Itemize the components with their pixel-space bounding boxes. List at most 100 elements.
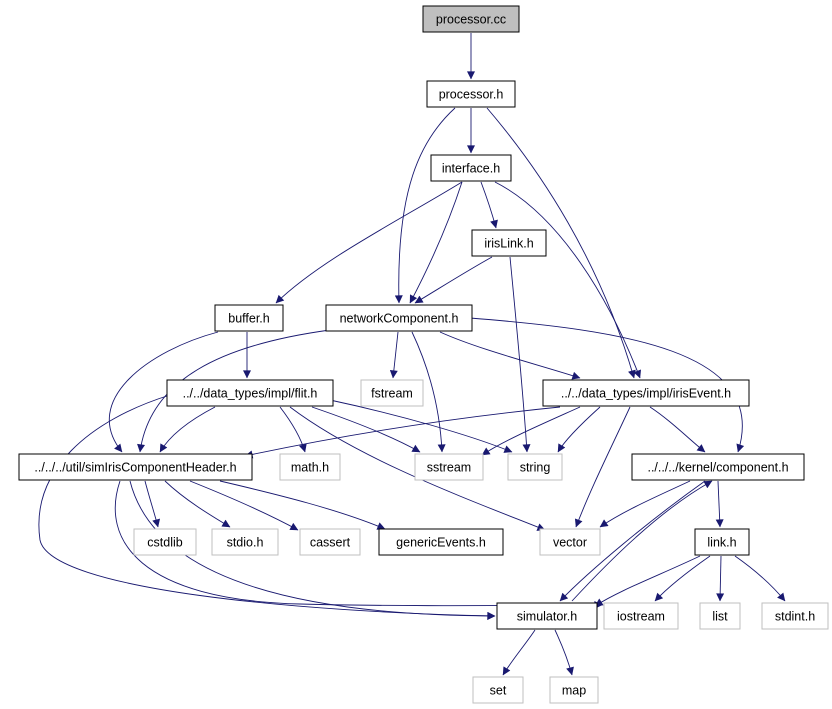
edge-flit_h-to-math_h: [279, 406, 307, 453]
edge-irisEvent_h-to-component_h: [649, 406, 706, 453]
node-box: [539, 528, 601, 556]
edge-buffer_h-to-simIris_h: [108, 331, 219, 453]
edge-irisLink_h-to-string: [509, 256, 531, 453]
edge-link_h-to-list: [716, 555, 725, 602]
node-simIris-h[interactable]: ../../../util/simIrisComponentHeader.h: [18, 453, 253, 481]
node-box: [507, 453, 563, 481]
edge-irisEvent_h-to-simIris_h: [244, 406, 561, 459]
edge-networkComponent_h-to-irisEvent_h: [439, 331, 581, 380]
node-simulator-h[interactable]: simulator.h: [496, 602, 598, 630]
edge-simIris_h-to-simulator_h: [129, 480, 496, 620]
node-label: simulator.h: [517, 610, 577, 624]
node-label: list: [712, 610, 728, 624]
node-box: [699, 602, 741, 630]
node-box: [496, 602, 598, 630]
node-box: [631, 453, 805, 481]
node-label: math.h: [291, 461, 329, 475]
node-processor-cc[interactable]: processor.cc: [422, 5, 520, 33]
node-box: [414, 453, 484, 481]
node-label: cassert: [310, 536, 351, 550]
edge-interface_h-to-irisEvent_h: [494, 181, 642, 379]
edge-flit_h-to-simulator_h: [38, 394, 496, 620]
node-map: map: [549, 676, 599, 704]
node-box: [166, 379, 334, 407]
node-label: networkComponent.h: [340, 312, 459, 326]
edge-link_h-to-stdint_h: [734, 555, 786, 602]
node-label: processor.h: [439, 88, 504, 102]
edge-networkComponent_h-to-component_h: [469, 317, 745, 453]
node-math-h: math.h: [279, 453, 341, 481]
edge-interface_h-to-irisLink_h: [480, 181, 498, 229]
node-layer: processor.cc processor.h interface.h irisLi…: [18, 5, 829, 704]
node-box: [325, 304, 473, 332]
edge-simulator_h-to-set: [502, 629, 536, 676]
node-link-h[interactable]: link.h: [694, 528, 750, 556]
edge-irisEvent_h-to-string: [557, 406, 601, 453]
edge-interface_h-to-buffer_h: [275, 181, 463, 304]
node-box: [18, 453, 253, 481]
node-label: cstdlib: [147, 536, 182, 550]
edge-link_h-to-iostream: [654, 555, 711, 602]
node-box: [133, 528, 197, 556]
edge-link_h-to-simulator_h: [594, 555, 701, 607]
node-box: [471, 229, 547, 257]
node-label: string: [520, 461, 551, 475]
edge-flit_h-to-simIris_h: [159, 406, 216, 453]
node-label: fstream: [371, 387, 413, 401]
node-box: [761, 602, 829, 630]
node-box: [299, 528, 361, 556]
node-list: list: [699, 602, 741, 630]
edge-networkComponent_h-to-sstream: [411, 331, 446, 453]
node-box: [211, 528, 279, 556]
node-string: string: [507, 453, 563, 481]
edge-irisEvent_h-to-sstream: [481, 406, 581, 456]
node-label: ../../data_types/impl/irisEvent.h: [561, 387, 731, 401]
node-box: [214, 304, 284, 332]
node-irisEvent-h[interactable]: ../../data_types/impl/irisEvent.h: [542, 379, 750, 407]
node-label: sstream: [427, 461, 471, 475]
node-fstream: fstream: [360, 379, 424, 407]
node-label: irisLink.h: [484, 237, 533, 251]
node-label: interface.h: [442, 162, 500, 176]
node-sstream: sstream: [414, 453, 484, 481]
node-box: [378, 528, 504, 556]
node-box: [422, 5, 520, 33]
edge-simIris_h-to-genericEvents_h: [219, 480, 386, 530]
node-box: [430, 154, 512, 182]
edge-interface_h-to-networkComponent_h: [409, 181, 463, 304]
node-label: processor.cc: [436, 13, 506, 27]
node-label: stdio.h: [227, 536, 264, 550]
node-box: [694, 528, 750, 556]
node-irisLink-h[interactable]: irisLink.h: [471, 229, 547, 257]
node-box: [549, 676, 599, 704]
node-label: stdint.h: [775, 610, 815, 624]
node-box: [279, 453, 341, 481]
edge-irisEvent_h-to-vector: [574, 406, 631, 528]
node-box: [426, 80, 516, 108]
node-flit-h[interactable]: ../../data_types/impl/flit.h: [166, 379, 334, 407]
node-buffer-h[interactable]: buffer.h: [214, 304, 284, 332]
node-vector: vector: [539, 528, 601, 556]
node-label: set: [490, 684, 507, 698]
edge-simIris_h-to-cstdlib: [144, 480, 161, 528]
edge-irisLink_h-to-networkComponent_h: [414, 256, 493, 304]
edge-networkComponent_h-to-fstream: [389, 331, 399, 379]
node-interface-h[interactable]: interface.h: [430, 154, 512, 182]
node-genericEvents-h[interactable]: genericEvents.h: [378, 528, 504, 556]
edge-processor_h-to-networkComponent_h: [394, 107, 456, 304]
node-label: ../../../util/simIrisComponentHeader.h: [34, 461, 236, 475]
edge-component_h-to-vector: [599, 480, 691, 528]
node-label: ../../data_types/impl/flit.h: [183, 387, 318, 401]
edge-networkComponent_h-to-simIris_h: [137, 329, 331, 453]
edge-flit_h-to-string: [329, 399, 513, 453]
node-processor-h[interactable]: processor.h: [426, 80, 516, 108]
node-cassert: cassert: [299, 528, 361, 556]
edge-component_h-to-link_h: [715, 480, 724, 528]
edge-processor_h-to-irisEvent_h: [486, 107, 636, 379]
node-component-h[interactable]: ../../../kernel/component.h: [631, 453, 805, 481]
node-box: [472, 676, 524, 704]
node-networkComponent-h[interactable]: networkComponent.h: [325, 304, 473, 332]
edge-simIris_h-to-cassert: [189, 480, 299, 531]
edge-component_h-to-simulator_h: [559, 480, 706, 602]
